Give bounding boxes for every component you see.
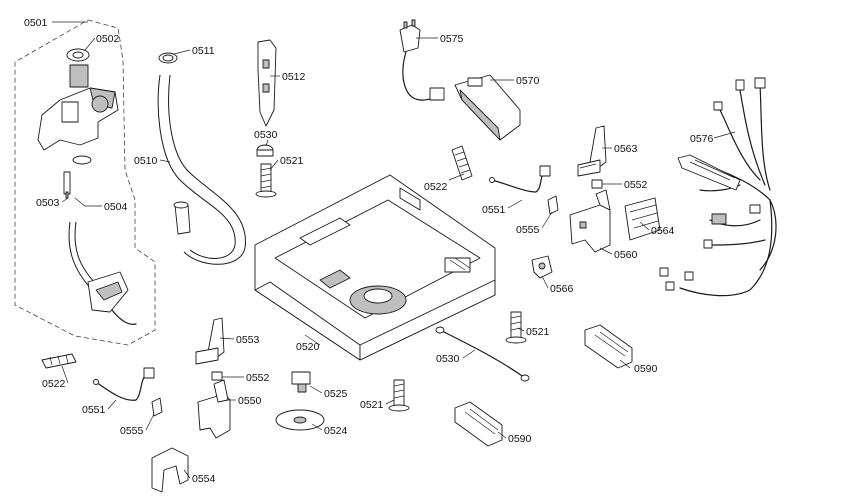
label-0504: 0504: [104, 201, 128, 213]
cable-harness-icon: [659, 77, 777, 297]
label-0566: 0566: [550, 283, 574, 295]
label-0552-top: 0552: [624, 179, 648, 191]
label-0555-top: 0555: [516, 224, 540, 236]
trim-0590-bottom-icon: [454, 401, 503, 447]
supply-hose-icon: [68, 221, 93, 291]
label-0520: 0520: [296, 341, 320, 353]
sensor-cable-icon: [489, 165, 551, 193]
leveling-screw-3-icon: [388, 379, 410, 412]
connector-0522-icon: [451, 145, 473, 181]
sensor-0566-icon: [531, 255, 553, 279]
power-plug-icon: [399, 19, 445, 101]
label-0553: 0553: [236, 334, 260, 346]
label-0510: 0510: [134, 155, 158, 167]
hose-holder-icon: [257, 39, 277, 127]
bracket-0554-icon: [151, 447, 189, 493]
cover-0564-icon: [624, 197, 661, 241]
label-0522-bottom: 0522: [42, 378, 66, 390]
rod-0530-icon: [435, 326, 530, 382]
label-0564: 0564: [651, 225, 675, 237]
label-0501: 0501: [24, 17, 48, 29]
label-0521-mid: 0521: [526, 326, 550, 338]
bracket-0560-icon: [569, 189, 611, 253]
label-0503: 0503: [36, 197, 60, 209]
label-0554: 0554: [192, 473, 216, 485]
clip-0552-2-icon: [211, 371, 223, 381]
label-0521-bottom: 0521: [360, 399, 384, 411]
dishwasher-base-icon: [254, 174, 496, 361]
sensor-cable-2-icon: [93, 367, 155, 401]
label-0550: 0550: [238, 395, 262, 407]
cap-icon: [256, 144, 274, 157]
label-0575: 0575: [440, 33, 464, 45]
trim-0590-right-icon: [584, 324, 633, 369]
label-0563: 0563: [614, 143, 638, 155]
clip-0555-2-icon: [151, 397, 163, 417]
electronic-module-icon: [454, 74, 521, 141]
drain-hose-icon: [157, 52, 246, 265]
bracket-0563-icon: [577, 125, 607, 177]
label-0555-bottom: 0555: [120, 425, 144, 437]
label-0590-bottom: 0590: [508, 433, 532, 445]
leveling-screw-icon: [255, 163, 277, 198]
label-0552-bottom: 0552: [246, 372, 270, 384]
bracket-0553-icon: [195, 317, 225, 365]
label-0570: 0570: [516, 75, 540, 87]
label-0524: 0524: [324, 425, 348, 437]
aquastop-valve-icon: [37, 48, 119, 199]
label-0590-right: 0590: [634, 363, 658, 375]
connector-0522-2-icon: [41, 353, 77, 369]
label-0502: 0502: [96, 33, 120, 45]
label-0512: 0512: [282, 71, 306, 83]
label-0511: 0511: [192, 45, 215, 57]
label-0522-top: 0522: [424, 181, 448, 193]
label-0521-top: 0521: [280, 155, 304, 167]
clip-0552-icon: [591, 179, 603, 189]
label-0551-bottom: 0551: [82, 404, 106, 416]
clip-0555-icon: [547, 195, 559, 215]
leveling-screw-2-icon: [505, 311, 527, 344]
valve-connector-icon: [87, 271, 137, 325]
part-labels: 0501 0502 0503 0504 0511 0510 0512 0530 …: [24, 17, 714, 485]
clip-0525-icon: [291, 371, 311, 393]
leader-lines: [52, 21, 736, 479]
assembly-0501-boundary: [14, 19, 156, 346]
label-0525: 0525: [324, 388, 348, 400]
label-0560: 0560: [614, 249, 638, 261]
label-0530-top: 0530: [254, 129, 278, 141]
label-0576: 0576: [690, 133, 714, 145]
label-0530-mid: 0530: [436, 353, 460, 365]
disc-0524-icon: [275, 409, 325, 431]
bracket-0550-icon: [197, 379, 231, 439]
label-0551-top: 0551: [482, 204, 506, 216]
